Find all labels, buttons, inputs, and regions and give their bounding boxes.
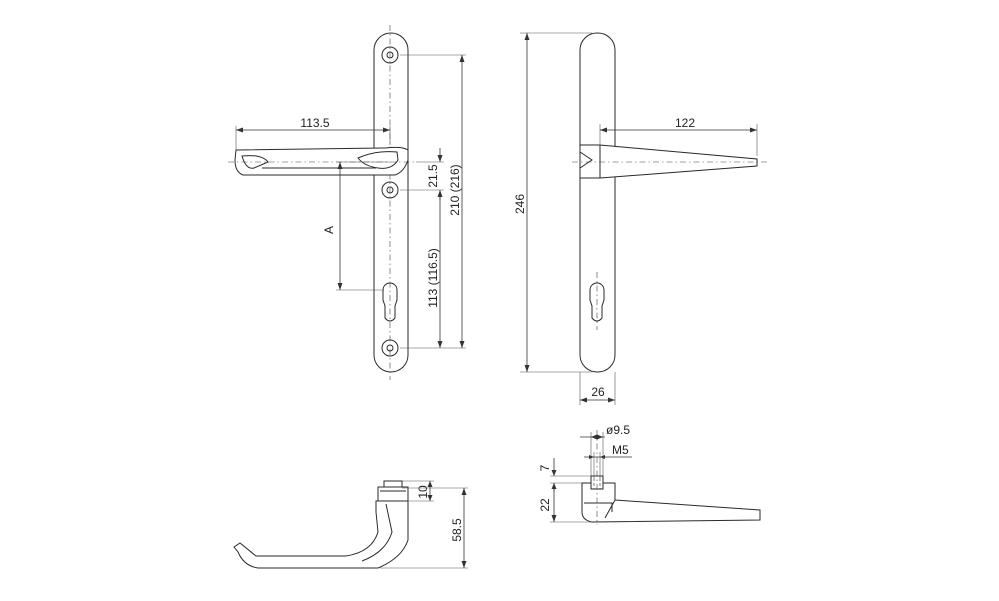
dim-246: 246	[513, 194, 527, 214]
front-cylinder-cutout	[382, 282, 398, 322]
side-handle-lever	[579, 144, 758, 179]
dim-58-5: 58.5	[450, 518, 464, 542]
front-view: 113.5 A 21.5 113 (116.5) 210 (216)	[228, 25, 466, 380]
dim-diameter: ø9.5	[606, 423, 630, 437]
dim-113: 113 (116.5)	[426, 248, 440, 308]
dim-122: 122	[675, 116, 695, 130]
elevation-handle-lever	[233, 500, 409, 569]
dim-22: 22	[538, 498, 552, 512]
handle-elevation: 10 58.5	[233, 480, 468, 569]
side-backplate	[579, 32, 616, 373]
dim-10: 10	[416, 485, 430, 499]
dim-113-5: 113.5	[300, 116, 329, 130]
dim-thread: M5	[612, 443, 629, 457]
section-plate	[581, 482, 761, 523]
dim-210: 210 (216)	[448, 164, 462, 215]
dim-26: 26	[591, 385, 605, 399]
dim-7: 7	[538, 464, 552, 471]
dim-21-5: 21.5	[426, 164, 440, 188]
dim-a: A	[322, 226, 336, 234]
front-backplate	[373, 32, 409, 373]
plate-section: ø9.5 M5 7 22	[538, 423, 761, 525]
side-view: 246 122 26	[513, 32, 770, 405]
side-cylinder-cutout	[589, 282, 605, 322]
